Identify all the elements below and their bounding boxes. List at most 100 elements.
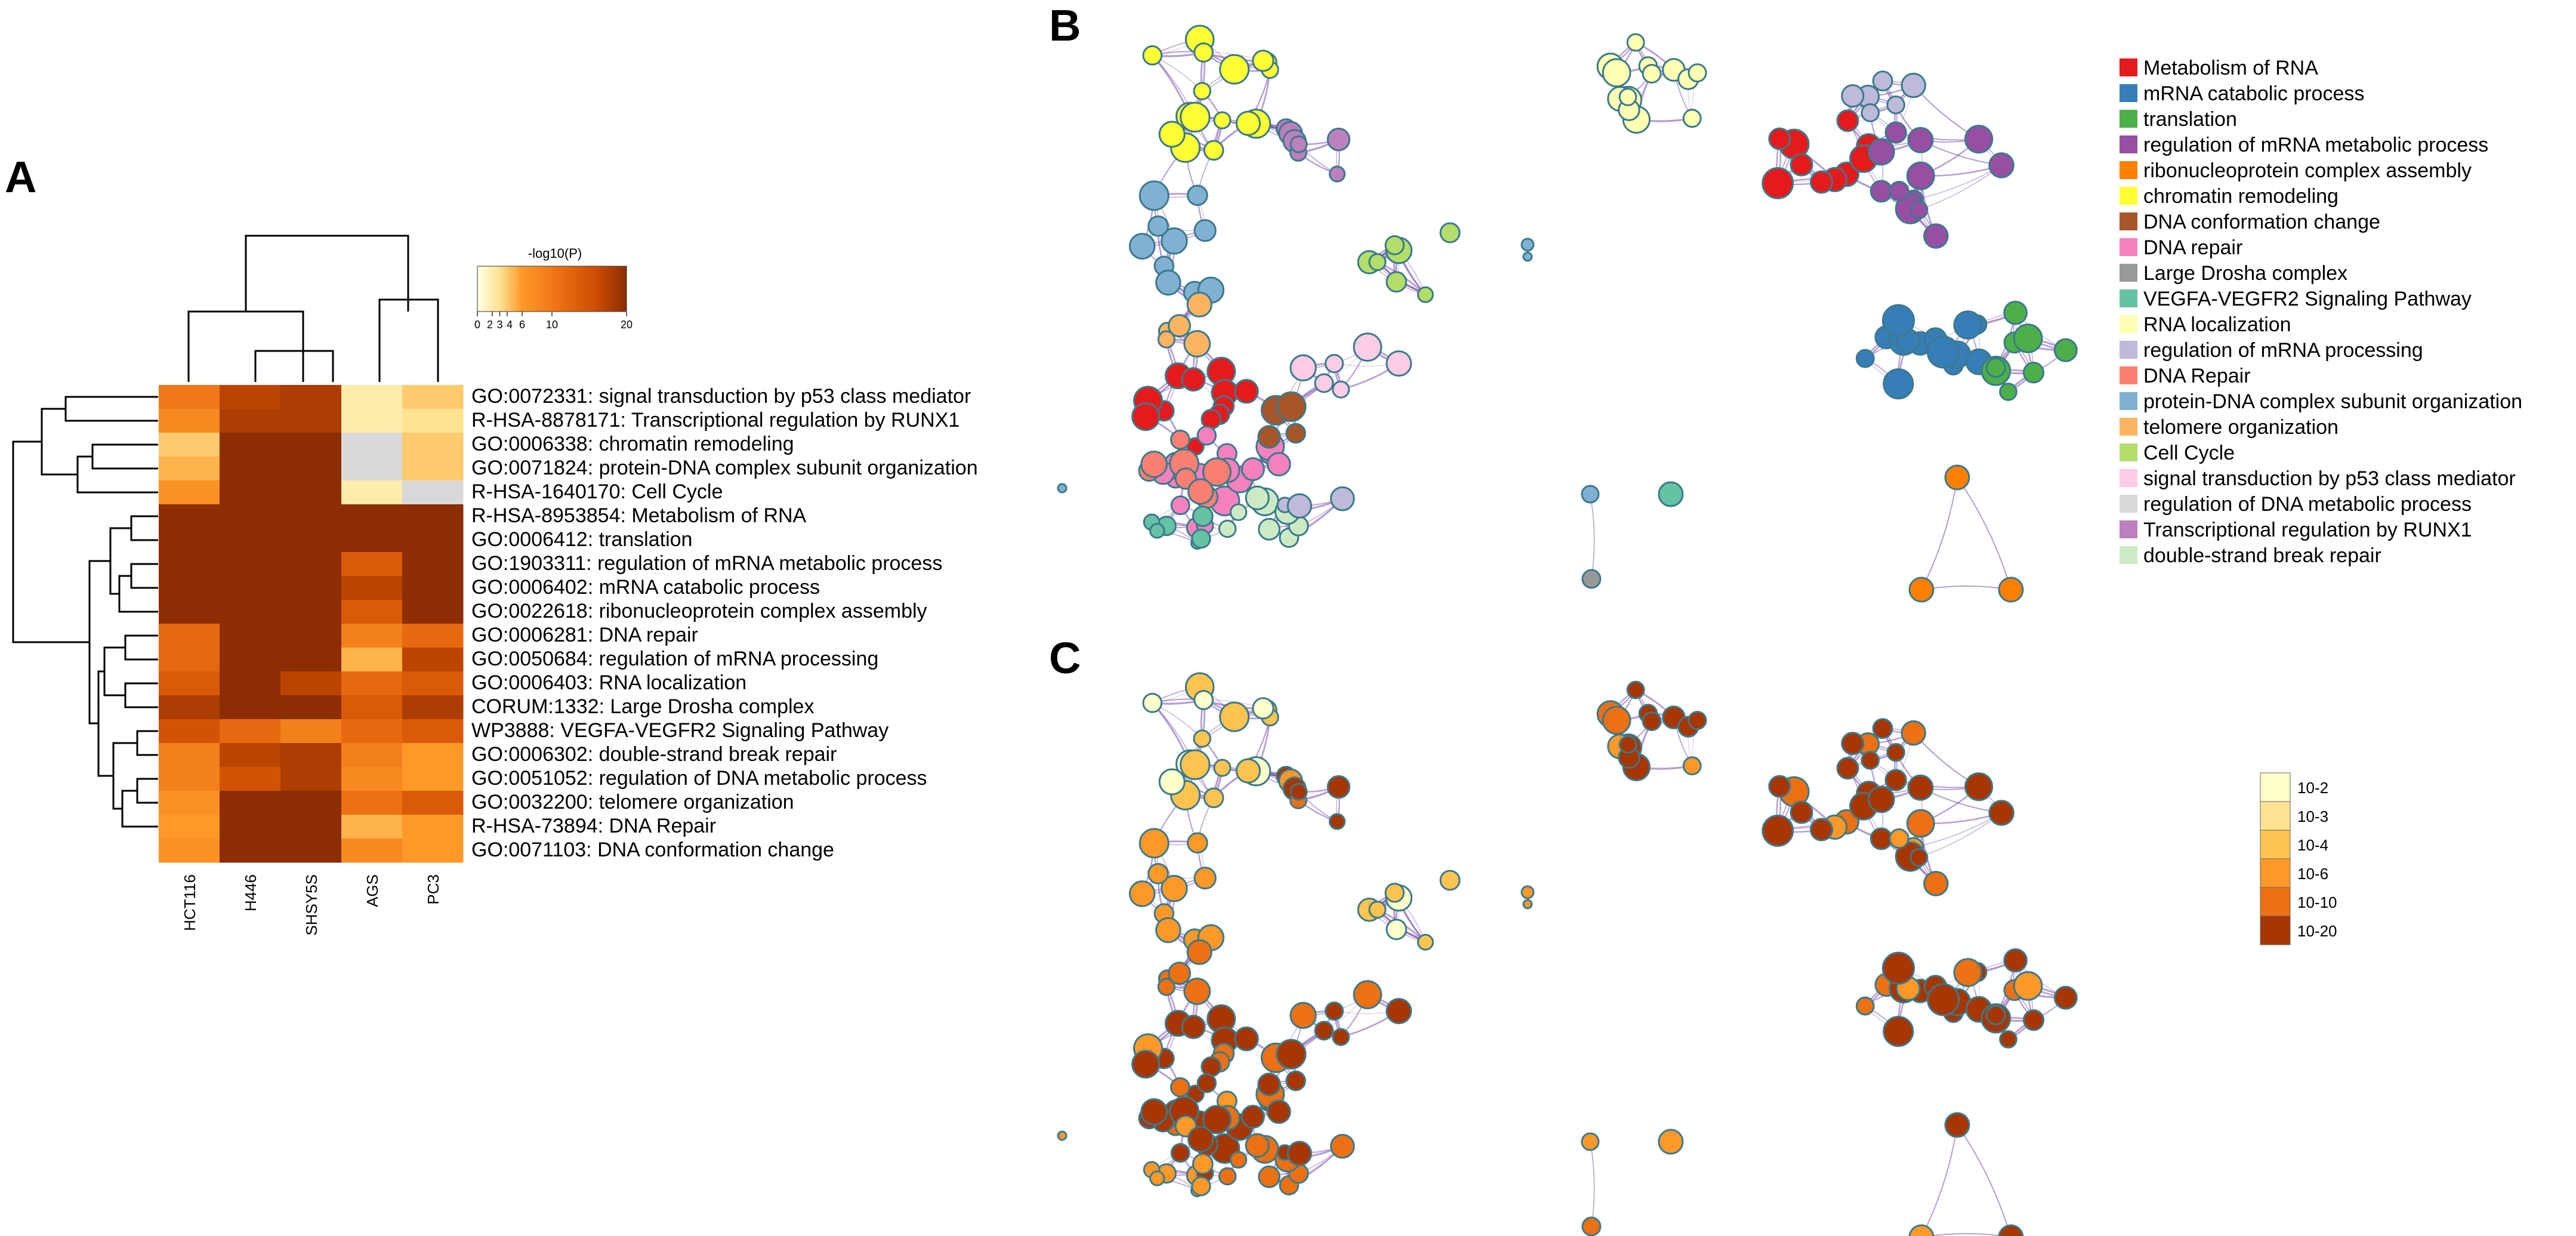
colorbar-gradient bbox=[477, 266, 627, 312]
network-node bbox=[1218, 519, 1237, 538]
heatmap-cell bbox=[341, 480, 403, 505]
network-c-pvalue bbox=[1057, 672, 2078, 1236]
network-node bbox=[1285, 1070, 1306, 1092]
network-node bbox=[1191, 1176, 1211, 1197]
network-node bbox=[1985, 357, 2006, 378]
network-node bbox=[1324, 1001, 1344, 1021]
network-node bbox=[1926, 335, 1960, 369]
heatmap-cell bbox=[220, 719, 281, 744]
network-node bbox=[1855, 349, 1875, 368]
network-node bbox=[1953, 958, 1983, 987]
network-node bbox=[1944, 1112, 1970, 1138]
heatmap-cell bbox=[402, 767, 464, 791]
network-node bbox=[1131, 1050, 1161, 1079]
network-node bbox=[1988, 800, 2014, 826]
heatmap-cell bbox=[220, 791, 281, 815]
network-node bbox=[1658, 1129, 1684, 1155]
heatmap-cell bbox=[220, 576, 281, 600]
network-node bbox=[1682, 756, 1702, 776]
network-node bbox=[1329, 486, 1355, 511]
pvalue-swatch bbox=[2260, 830, 2291, 859]
network-node bbox=[1626, 680, 1645, 699]
heatmap-row-labels: GO:0072331: signal transduction by p53 c… bbox=[471, 385, 978, 861]
legend-swatch bbox=[2120, 187, 2137, 205]
network-node bbox=[1581, 485, 1600, 504]
network-node bbox=[1157, 978, 1176, 996]
heatmap-cell bbox=[341, 385, 403, 409]
network-node bbox=[1386, 271, 1408, 293]
heatmap-cell bbox=[280, 600, 342, 624]
heatmap-cell bbox=[220, 600, 281, 624]
network-node bbox=[1266, 452, 1291, 477]
legend-label: Large Drosha complex bbox=[2143, 262, 2347, 285]
legend-swatch bbox=[2120, 366, 2137, 384]
network-node bbox=[1161, 874, 1188, 902]
heatmap-cell bbox=[402, 528, 464, 553]
heatmap-row-label: GO:0072331: signal transduction by p53 c… bbox=[471, 385, 971, 408]
network-node bbox=[1193, 219, 1217, 242]
network-node bbox=[1193, 42, 1214, 63]
pvalue-swatch bbox=[2260, 887, 2291, 917]
legend-label: telomere organization bbox=[2143, 416, 2339, 439]
network-node bbox=[1170, 429, 1190, 450]
heatmap-cell bbox=[280, 815, 342, 839]
network-node bbox=[1131, 402, 1161, 431]
heatmap-row-label: CORUM:1332: Large Drosha complex bbox=[471, 695, 814, 718]
heatmap-cell bbox=[159, 624, 220, 648]
network-node bbox=[1314, 1021, 1334, 1041]
legend-swatch bbox=[2120, 315, 2137, 333]
heatmap-cell bbox=[341, 457, 403, 481]
heatmap-cell bbox=[402, 385, 464, 409]
heatmap-row-label: GO:0050684: regulation of mRNA processin… bbox=[471, 648, 878, 670]
heatmap-cell bbox=[341, 552, 403, 577]
network-node bbox=[2053, 338, 2078, 362]
network-node bbox=[1768, 127, 1791, 150]
network-node bbox=[1886, 743, 1905, 762]
heatmap-cell bbox=[402, 815, 464, 839]
network-node bbox=[1218, 1167, 1237, 1186]
heatmap-cell bbox=[341, 743, 403, 768]
legend-label: regulation of mRNA processing bbox=[2143, 339, 2423, 362]
network-node bbox=[1157, 330, 1176, 349]
legend-label: ribonucleoprotein complex assembly bbox=[2143, 159, 2472, 182]
network-node bbox=[1252, 697, 1275, 720]
network-node bbox=[1149, 1170, 1165, 1186]
network-node bbox=[1147, 862, 1169, 884]
network-node bbox=[1149, 523, 1165, 539]
network-node bbox=[1868, 138, 1895, 166]
heatmap-cell bbox=[159, 791, 220, 815]
network-node bbox=[1229, 1151, 1248, 1169]
heatmap-cell bbox=[159, 743, 220, 768]
heatmap-cell bbox=[159, 480, 220, 505]
network-edge bbox=[1957, 477, 2012, 590]
network-node bbox=[1213, 111, 1232, 130]
heatmap-cell bbox=[159, 576, 220, 600]
heatmap-cell bbox=[402, 600, 464, 624]
network-node bbox=[1907, 774, 1934, 801]
network-node bbox=[1196, 426, 1217, 446]
network-node bbox=[1245, 1133, 1270, 1158]
network-node bbox=[1170, 1143, 1190, 1163]
pvalue-label: 10-10 bbox=[2297, 893, 2337, 911]
heatmap-cell bbox=[341, 719, 403, 744]
legend-label: mRNA catabolic process bbox=[2143, 82, 2364, 105]
heatmap-cell bbox=[402, 433, 464, 457]
network-node bbox=[1201, 1056, 1222, 1077]
heatmap-row-label: WP3888: VEGFA-VEGFR2 Signaling Pathway bbox=[471, 719, 889, 742]
network-node bbox=[1988, 152, 2014, 178]
network-node bbox=[1909, 848, 1929, 867]
network-edge bbox=[1925, 1233, 2007, 1236]
network-node bbox=[1368, 253, 1387, 272]
legend-label: regulation of DNA metabolic process bbox=[2143, 493, 2472, 516]
heatmap-row-label: GO:0006412: translation bbox=[471, 528, 692, 551]
network-node bbox=[1241, 1105, 1265, 1129]
network-node bbox=[1155, 917, 1181, 944]
heatmap-column-label: H446 bbox=[242, 874, 260, 911]
network-node bbox=[1642, 64, 1662, 84]
legend-swatch bbox=[2120, 58, 2137, 76]
network-node bbox=[1944, 464, 1970, 491]
network-node bbox=[1687, 711, 1707, 730]
heatmap-row-label: GO:0032200: telomere organization bbox=[471, 791, 794, 813]
network-node bbox=[1909, 201, 1929, 220]
